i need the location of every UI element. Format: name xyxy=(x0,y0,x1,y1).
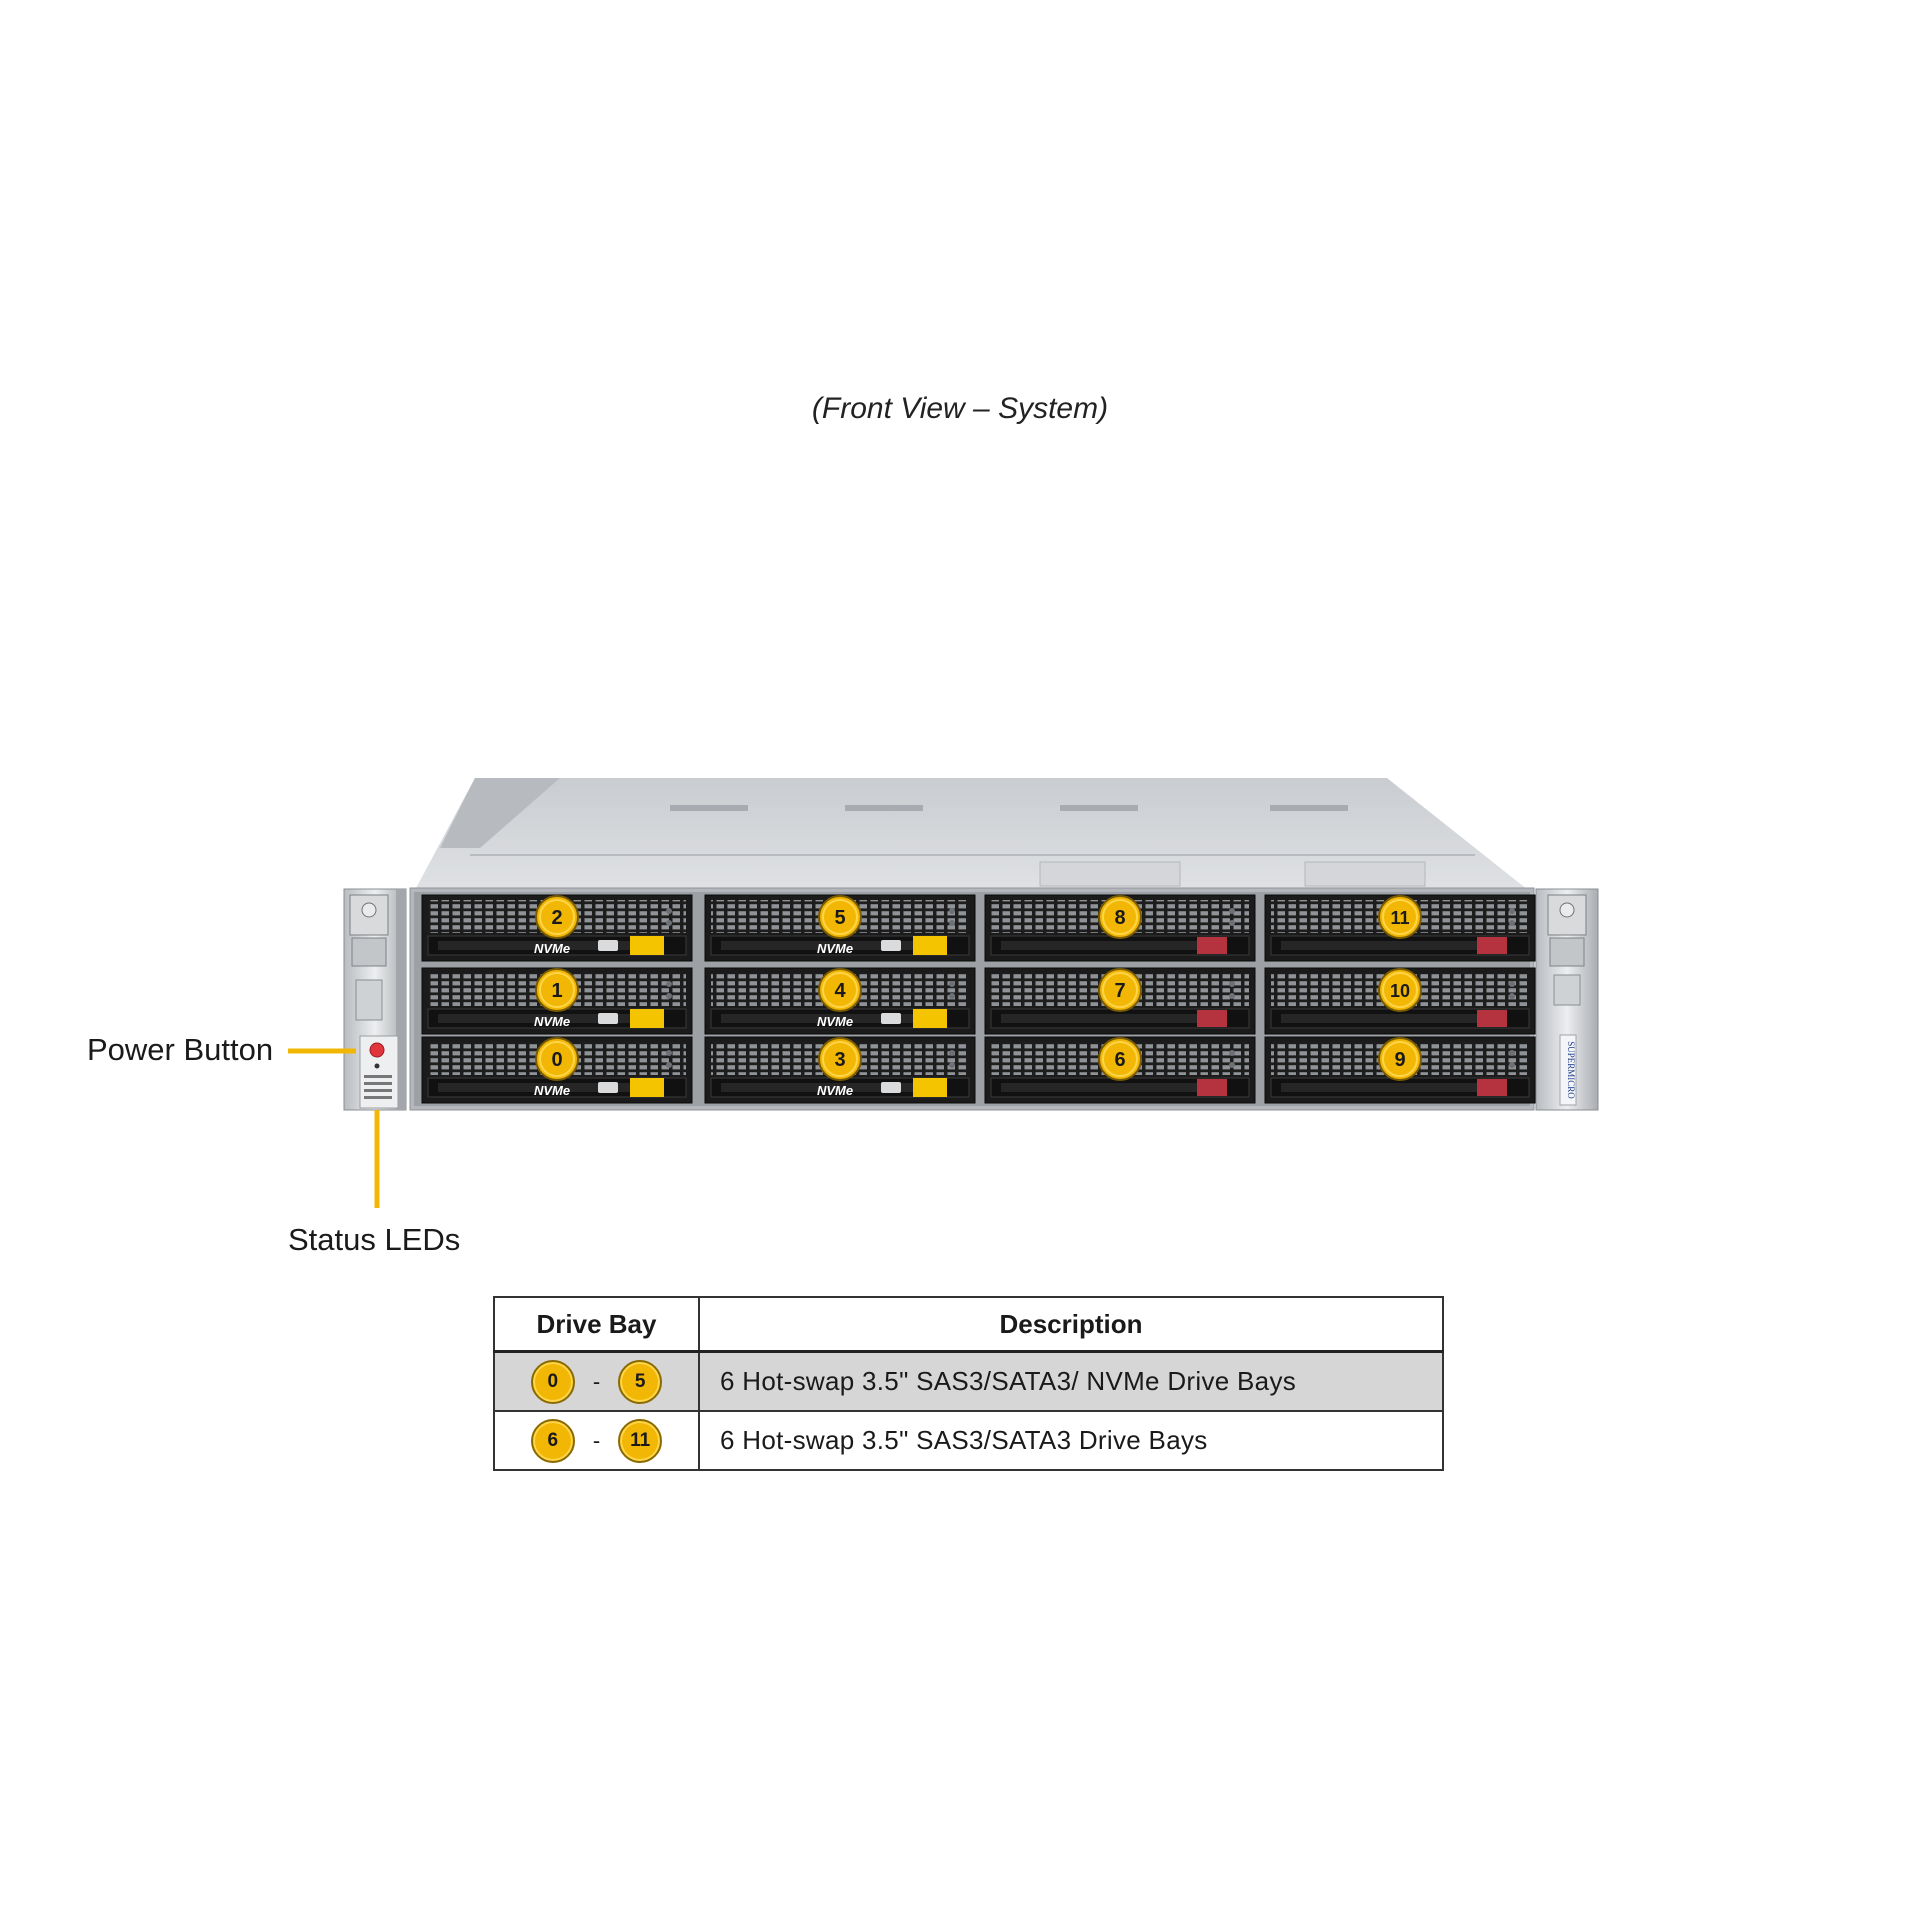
bay-number-label: 1 xyxy=(551,980,562,1002)
range-separator: - xyxy=(592,1368,601,1394)
brand-label: SUPERMICRO xyxy=(1566,1041,1576,1099)
bay-badge-icon: 6 xyxy=(530,1418,575,1463)
bay-number-badge-icon: 6 xyxy=(1098,1037,1142,1081)
nvme-label: NVMe xyxy=(817,1014,853,1029)
latch-tab[interactable] xyxy=(630,1009,664,1028)
latch-tab[interactable] xyxy=(913,1078,947,1097)
bay-number-label: 6 xyxy=(1114,1049,1125,1071)
bay-number-label: 10 xyxy=(1390,981,1410,1001)
bay-number-label: 9 xyxy=(1394,1049,1405,1071)
latch-tab[interactable] xyxy=(913,936,947,955)
bay-number-badge-icon: 3 xyxy=(818,1037,862,1081)
drive-bay-2[interactable]: NVMe 2 xyxy=(421,894,693,962)
latch-tab[interactable] xyxy=(1197,937,1227,954)
bay-number-label: 7 xyxy=(1114,980,1125,1002)
drive-bay-10[interactable]: 10 xyxy=(1264,967,1536,1035)
drive-bay-5[interactable]: NVMe 5 xyxy=(704,894,976,962)
bay-number-label: 0 xyxy=(551,1049,562,1071)
power-button-label: Power Button xyxy=(87,1032,274,1067)
latch-tab[interactable] xyxy=(630,936,664,955)
header-description: Description xyxy=(699,1296,1444,1353)
drive-bay-11[interactable]: 11 xyxy=(1264,894,1536,962)
bay-number-badge-icon: 0 xyxy=(535,1037,579,1081)
drive-bay-9[interactable]: 9 xyxy=(1264,1036,1536,1104)
nvme-label: NVMe xyxy=(534,1083,570,1098)
drive-bay-7[interactable]: 7 xyxy=(984,967,1256,1035)
drive-bay-3[interactable]: NVMe 3 xyxy=(704,1036,976,1104)
legend-header-row: Drive Bay Description xyxy=(493,1296,1444,1353)
description-cell: 6 Hot-swap 3.5" SAS3/SATA3/ NVMe Drive B… xyxy=(699,1351,1444,1412)
bay-number-label: 5 xyxy=(834,907,845,929)
bay-number-badge-icon: 5 xyxy=(818,895,862,939)
nvme-label: NVMe xyxy=(534,1014,570,1029)
nvme-label: NVMe xyxy=(817,941,853,956)
bay-number-label: 2 xyxy=(551,907,562,929)
bay-number-badge-icon: 8 xyxy=(1098,895,1142,939)
latch-tab[interactable] xyxy=(913,1009,947,1028)
bay-number-badge-icon: 11 xyxy=(1378,895,1422,939)
control-panel xyxy=(359,1035,399,1109)
bay-number-badge-icon: 9 xyxy=(1378,1037,1422,1081)
bay-badge-icon: 5 xyxy=(618,1359,663,1404)
range-separator: - xyxy=(592,1427,601,1453)
bay-number-label: 8 xyxy=(1114,907,1125,929)
bay-badge-icon: 0 xyxy=(530,1359,575,1404)
drive-bay-4[interactable]: NVMe 4 xyxy=(704,967,976,1035)
drive-bay-range-cell: 0-5 xyxy=(493,1351,700,1412)
status-leds-label: Status LEDs xyxy=(288,1222,461,1257)
bay-badge-icon: 11 xyxy=(618,1418,663,1463)
nvme-label: NVMe xyxy=(534,941,570,956)
drive-bay-range-cell: 6-11 xyxy=(493,1411,700,1471)
nvme-label: NVMe xyxy=(817,1083,853,1098)
header-drive-bay: Drive Bay xyxy=(493,1296,700,1353)
table-row: 6-11 6 Hot-swap 3.5" SAS3/SATA3 Drive Ba… xyxy=(493,1411,1444,1471)
drive-bay-0[interactable]: NVMe 0 xyxy=(421,1036,693,1104)
bay-number-badge-icon: 7 xyxy=(1098,968,1142,1012)
latch-tab[interactable] xyxy=(1477,937,1507,954)
drive-bay-legend-table: Drive Bay Description 0-5 6 Hot-swap 3.5… xyxy=(493,1296,1444,1471)
bay-number-label: 3 xyxy=(834,1049,845,1071)
bay-number-badge-icon: 2 xyxy=(535,895,579,939)
right-rack-ear: SUPERMICRO xyxy=(1535,888,1599,1111)
drive-bay-8[interactable]: 8 xyxy=(984,894,1256,962)
drive-bay-6[interactable]: 6 xyxy=(984,1036,1256,1104)
latch-tab[interactable] xyxy=(1197,1079,1227,1096)
table-row: 0-5 6 Hot-swap 3.5" SAS3/SATA3/ NVMe Dri… xyxy=(493,1351,1444,1412)
bay-number-badge-icon: 10 xyxy=(1378,968,1422,1012)
figure-caption: (Front View – System) xyxy=(811,392,1109,425)
bay-number-badge-icon: 1 xyxy=(535,968,579,1012)
bay-number-label: 11 xyxy=(1390,908,1409,928)
bay-number-badge-icon: 4 xyxy=(818,968,862,1012)
latch-tab[interactable] xyxy=(630,1078,664,1097)
bay-number-label: 4 xyxy=(834,980,846,1002)
description-cell: 6 Hot-swap 3.5" SAS3/SATA3 Drive Bays xyxy=(699,1411,1444,1471)
latch-tab[interactable] xyxy=(1477,1079,1507,1096)
drive-bay-1[interactable]: NVMe 1 xyxy=(421,967,693,1035)
power-button-icon xyxy=(369,1042,385,1058)
latch-tab[interactable] xyxy=(1197,1010,1227,1027)
latch-tab[interactable] xyxy=(1477,1010,1507,1027)
